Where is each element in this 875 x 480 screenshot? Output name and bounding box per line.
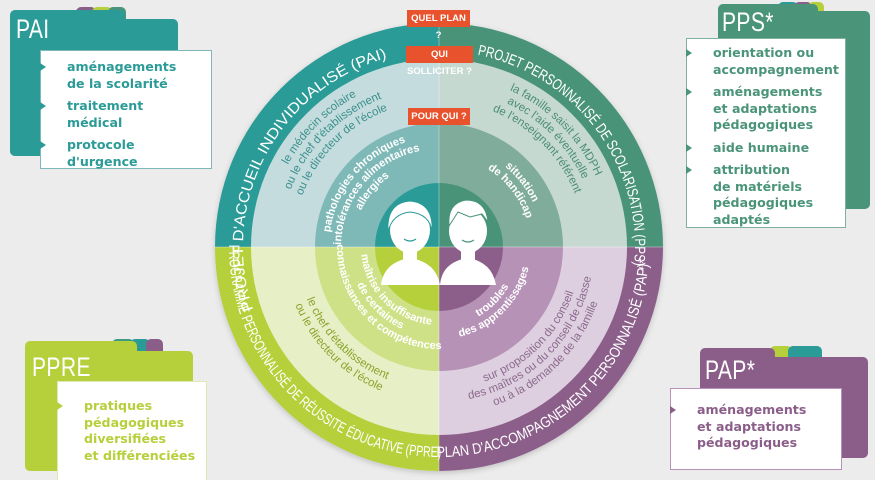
tab-decoration	[788, 346, 822, 360]
question-qui-solliciter: QUI SOLLICITER ?	[406, 46, 473, 77]
tab-decoration	[770, 346, 792, 360]
pai-item: aménagements de la scolarité	[40, 59, 201, 92]
pai-card: aménagements de la scolarité traitement …	[40, 50, 212, 169]
children-faces-icon	[381, 199, 496, 285]
ppre-item: pratiques pédagogiques diversifiées et d…	[57, 398, 196, 463]
pap-title: PAP*	[705, 355, 756, 385]
pps-item: aménagements et adaptations pédagogiques	[686, 84, 835, 134]
pai-item: protocole d'urgence	[40, 137, 201, 170]
pai-item: traitement médical	[40, 98, 201, 131]
pap-item: aménagements et adaptations pédagogiques	[670, 402, 831, 452]
pai-title: PAI	[16, 14, 50, 44]
tab-decoration	[146, 339, 163, 353]
pps-card: orientation ou accompagnement aménagemen…	[686, 38, 846, 228]
question-quel-plan: QUEL PLAN ?	[407, 10, 470, 41]
ppre-title: PPRE	[32, 352, 91, 382]
pps-item: orientation ou accompagnement	[686, 45, 839, 77]
pps-item: aide humaine	[686, 140, 835, 157]
pps-item: attribution de matériels pédagogiques ad…	[686, 162, 835, 228]
question-pour-qui: POUR QUI ?	[408, 108, 470, 125]
ppre-card: pratiques pédagogiques diversifiées et d…	[57, 381, 207, 480]
pps-title: PPS*	[722, 7, 774, 37]
pap-card: aménagements et adaptations pédagogiques	[670, 388, 842, 470]
